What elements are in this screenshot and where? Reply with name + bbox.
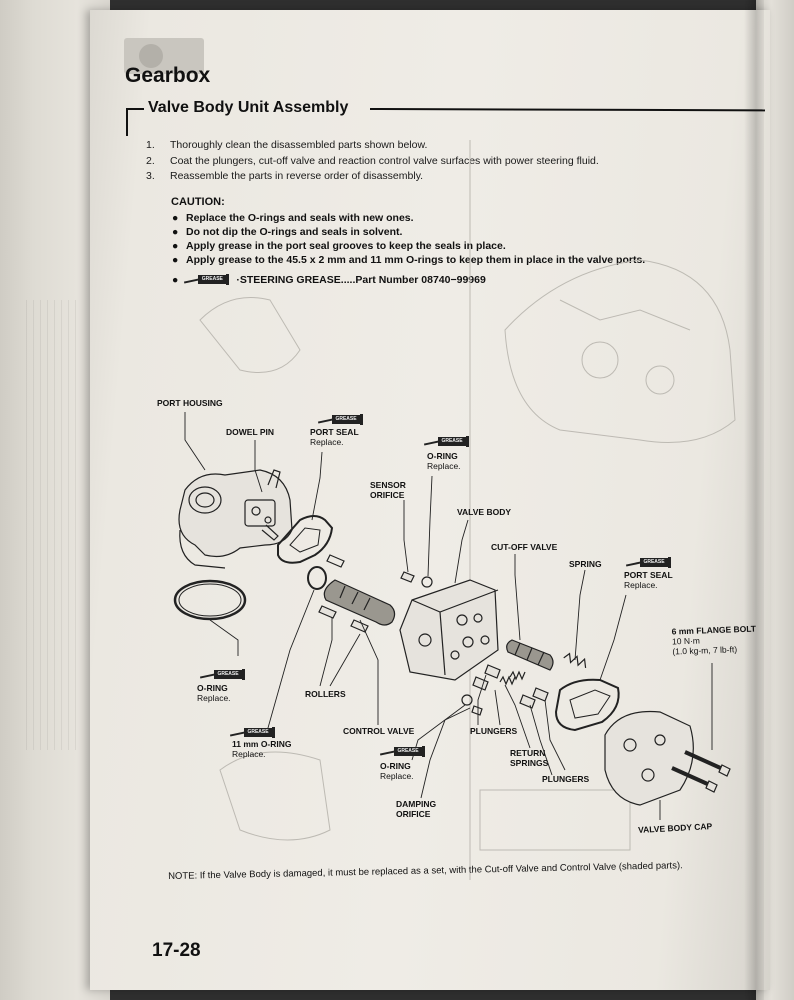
grease-tag-icon: GREASE [374,745,432,763]
grease-tube-icon: GREASE [184,274,232,286]
caution-item: ●Do not dip the O-rings and seals in sol… [172,226,403,238]
procedure-steps: 1.Thoroughly clean the disassembled part… [146,138,599,185]
caution-list: ●Replace the O-rings and seals with new … [172,211,645,267]
valve-body-drawing [399,579,499,681]
step-item: 1.Thoroughly clean the disassembled part… [146,139,428,151]
label-plungers-1: PLUNGERS [470,726,518,736]
label-dowel-pin: DOWEL PIN [226,427,275,437]
subsection-title: Valve Body Unit Assembly [148,99,349,116]
caution-item: ●Replace the O-rings and seals with new … [172,212,414,224]
grease-tag-icon: GREASE [418,435,476,453]
caution-item: ●Apply grease to the 45.5 x 2 mm and 11 … [172,254,646,266]
label-return-springs: RETURN SPRINGS [510,748,549,768]
grease-tag-icon: GREASE [194,668,252,686]
honda-logo-icon [124,38,204,74]
page-number: 17-28 [152,940,201,961]
binding-shadow [744,0,764,1000]
label-spring: SPRING [569,559,602,569]
grease-tag-icon: GREASE [312,413,370,431]
label-control-valve: CONTROL VALVE [343,726,415,736]
grease-spec: ● GREASE ·STEERING GREASE.....Part Numbe… [172,274,486,286]
port-housing-drawing [178,469,293,569]
label-damping-orifice: DAMPING ORIFICE [396,799,437,819]
step-item: 3.Reassemble the parts in reverse order … [146,170,424,182]
title-rule-vertical [126,108,128,136]
caution-item: ●Apply grease in the port seal grooves t… [172,240,506,252]
title-rule-left [126,108,144,110]
caution-title: CAUTION: [171,196,225,208]
label-port-housing: PORT HOUSING [157,398,223,408]
section-title: Gearbox [125,64,211,87]
label-cut-off-valve: CUT-OFF VALVE [491,542,558,552]
grease-part-number: ·STEERING GREASE.....Part Number 08740−9… [236,274,486,286]
step-item: 2.Coat the plungers, cut-off valve and r… [146,154,599,167]
page-edge-lines [20,300,80,750]
label-sensor-orifice: SENSOR ORIFICE [370,480,406,500]
label-valve-body: VALVE BODY [457,507,511,517]
grease-tag-icon: GREASE [620,556,678,574]
label-plungers-2: PLUNGERS [542,774,590,784]
label-rollers: ROLLERS [305,689,346,699]
grease-tag-icon: GREASE [224,726,282,744]
